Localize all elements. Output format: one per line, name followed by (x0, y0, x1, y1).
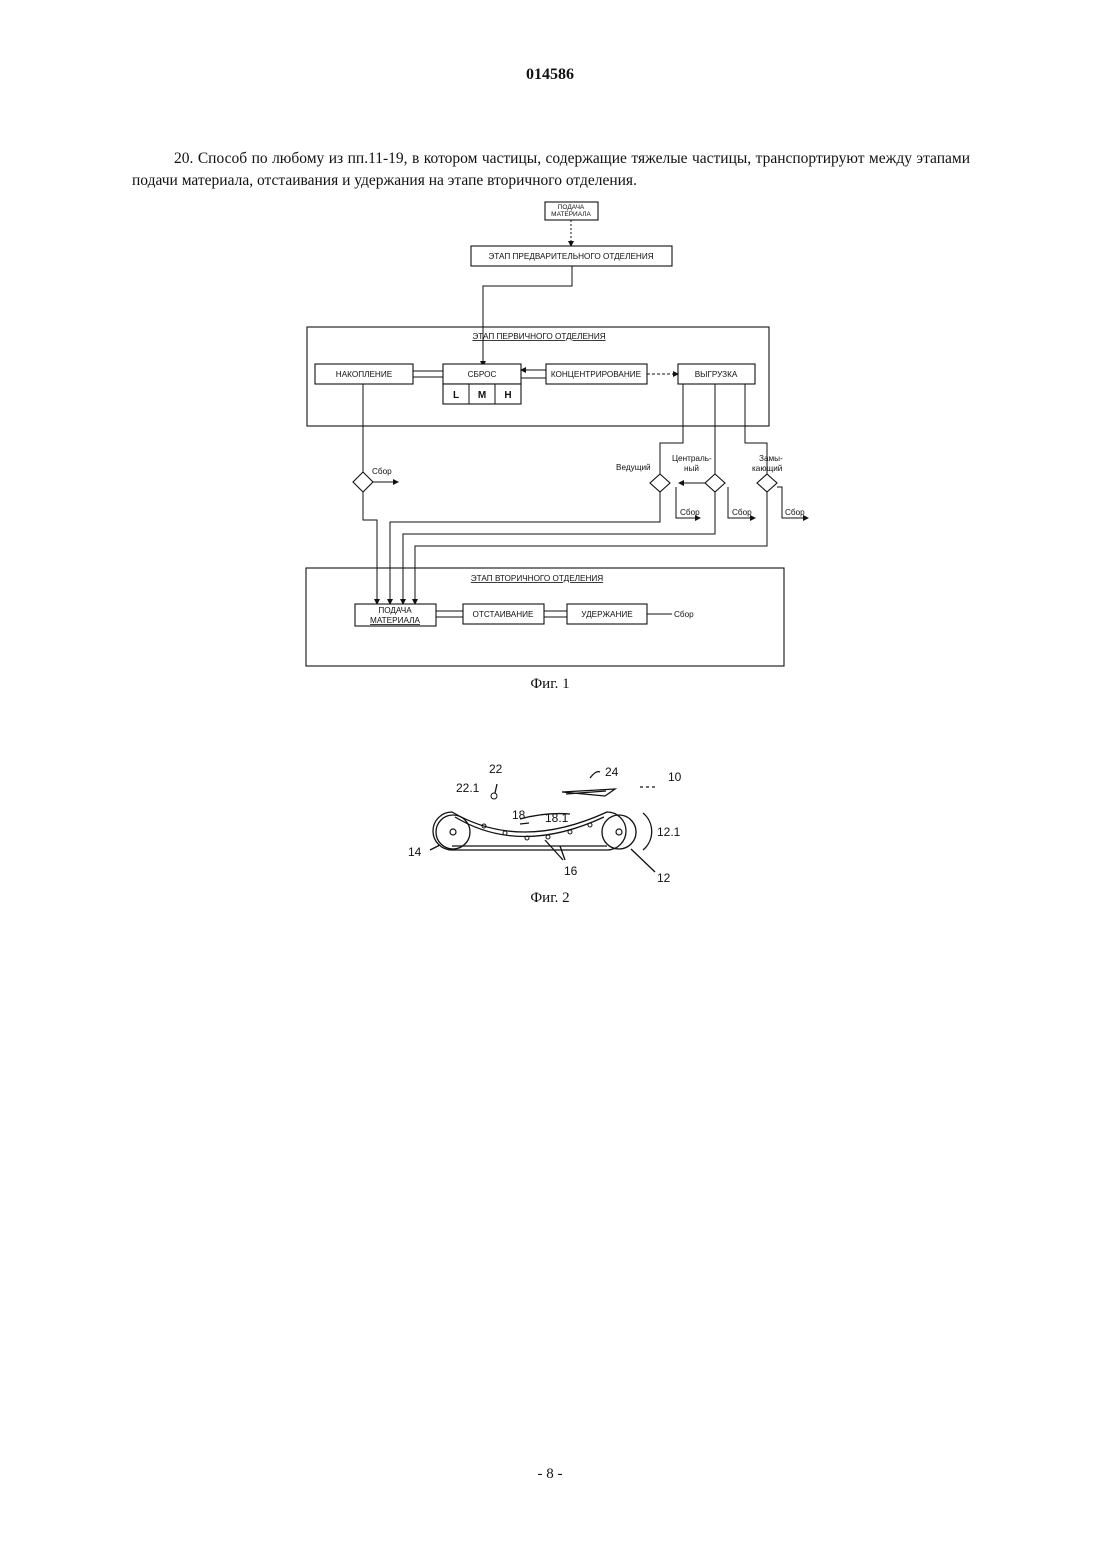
label-18: 18 (512, 808, 526, 822)
left-pulley (436, 815, 470, 849)
cleat-4 (546, 835, 550, 839)
belt-inner-top (455, 817, 604, 837)
label-18-1: 18.1 (545, 811, 569, 825)
label-16: 16 (564, 864, 578, 878)
right-pulley-axle (616, 829, 622, 835)
rotation-arc-12-1 (643, 813, 652, 850)
cleat-2 (503, 831, 507, 835)
label-10: 10 (668, 770, 682, 784)
label-22-1: 22.1 (456, 781, 480, 795)
nozzle-22 (491, 793, 497, 799)
leader-12 (631, 849, 655, 872)
right-pulley (602, 815, 636, 849)
label-12: 12 (657, 871, 671, 885)
left-pulley-axle (450, 829, 456, 835)
label-24: 24 (605, 765, 619, 779)
figure-2-caption: Фиг. 2 (0, 890, 1100, 907)
label-22: 22 (489, 762, 503, 776)
figure-2-conveyor-drawing: 22 22.1 24 10 18 18.1 12.1 14 16 12 (0, 0, 1100, 900)
label-14: 14 (408, 845, 422, 859)
nozzle-22-leader (495, 784, 497, 793)
page-number: - 8 - (0, 1466, 1100, 1483)
cleat-5 (568, 830, 572, 834)
label-12-1: 12.1 (657, 825, 681, 839)
leader-14 (430, 845, 440, 850)
flow-18-arrow (520, 823, 529, 824)
feeder-24-leader (590, 772, 600, 778)
